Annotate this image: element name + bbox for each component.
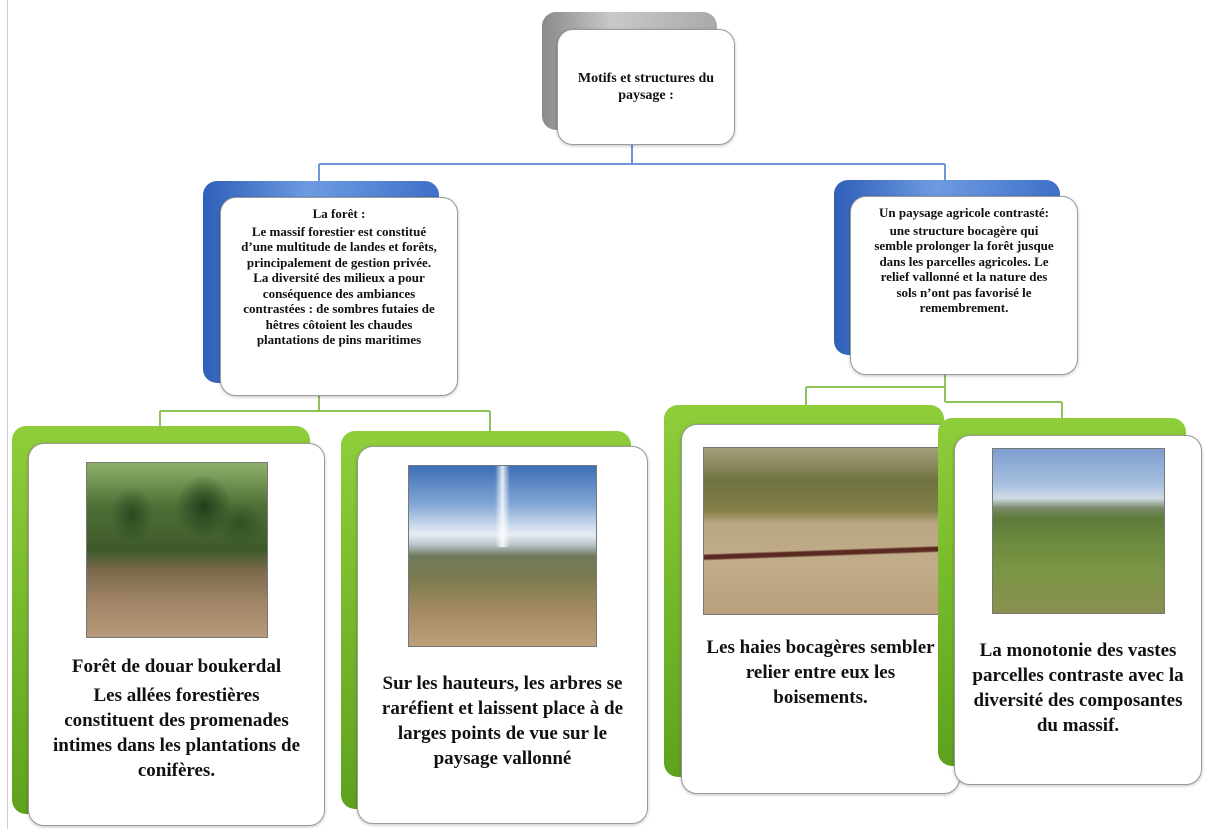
forest-node: La forêt : Le massif forestier est const… [220,197,458,396]
forest-node-line-8: plantations de pins maritimes [256,332,422,347]
open-fields-photo [991,448,1165,614]
forest-node-line-3: principalement de gestion privée. [246,254,432,270]
page-edge-line [7,0,8,829]
root-node: Motifs et structures du paysage : [557,29,735,145]
leaf-3-caption-line-1: Les haies bocagères sembler [706,637,935,658]
leaf-3-caption-line-2: relier entre eux les [745,662,896,683]
leaf-2-caption-line-3: larges points de vue sur le [397,723,608,744]
leaf-4-node: La monotonie des vastes parcelles contra… [954,435,1202,785]
leaf-1-caption: Les allées forestières constituent des p… [45,683,308,783]
agri-node-line-4: relief vallonné et la nature des [880,269,1048,284]
leaf-3-caption-line-3: boisements. [773,687,868,708]
leaf-4-caption-line-2: parcelles contraste avec la [972,665,1184,686]
agri-node-line-6: remembrement. [919,300,1009,315]
forest-node-line-4: La diversité des milieux a pour [253,270,425,285]
leaf-2-caption-line-2: raréfient et laissent place à de [381,698,624,719]
agri-node-line-2: semble prolonger la forêt jusque [874,238,1054,253]
forest-node-title: La forêt : [312,206,366,221]
forest-node-line-1: Le massif forestier est constitué [251,223,427,239]
leaf-2-caption-line-4: paysage vallonné [433,748,572,769]
connector-agri-bar [806,386,1062,403]
root-title-line-2: paysage : [618,88,674,103]
forest-node-line-7: hêtres côtoient les chaudes [265,316,413,332]
forest-node-line-2: d’une multitude de landes et forêts, [241,239,437,254]
leaf-3-node: Les haies bocagères sembler relier entre… [681,424,960,794]
forest-path-photo [85,462,268,638]
leaf-4-caption: La monotonie des vastes parcelles contra… [964,638,1191,738]
leaf-3-caption: Les haies bocagères sembler relier entre… [698,635,942,710]
forest-node-line-6: contrastées : de sombres futaies de [243,301,435,316]
agri-node-line-5: sols n’ont pas favorisé le [896,284,1032,300]
leaf-2-caption: Sur les hauteurs, les arbres se raréfien… [374,671,631,771]
agri-node-line-1: une structure bocagère qui [889,222,1039,238]
leaf-1-title: Forêt de douar boukerdal [71,656,282,677]
hedgerow-fields-photo [702,447,939,615]
leaf-4-caption-line-4: du massif. [1036,715,1120,736]
root-title-line-1: Motifs et structures du [577,71,715,86]
leaf-4-caption-line-3: diversité des composantes [973,690,1183,711]
agri-node-title: Un paysage agricole contrasté: [878,205,1050,220]
leaf-1-caption-line-3: intimes dans les plantations de [52,735,301,756]
leaf-2-caption-line-1: Sur les hauteurs, les arbres se [382,673,623,694]
leaf-1-caption-line-4: conifères. [137,760,216,781]
leaf-1-caption-line-1: Les allées forestières [93,685,260,706]
leaf-2-node: Sur les hauteurs, les arbres se raréfien… [357,446,648,824]
leaf-1-caption-line-2: constituent des promenades [64,710,289,731]
forest-node-line-5: conséquence des ambiances [262,285,416,301]
leaf-4-caption-line-1: La monotonie des vastes [979,640,1177,661]
agri-node: Un paysage agricole contrasté: une struc… [850,196,1078,375]
leaf-1-node: Forêt de douar boukerdal Les allées fore… [28,443,325,826]
agri-node-line-3: dans les parcelles agricoles. Le [879,253,1049,269]
hilltop-view-photo [408,465,597,647]
